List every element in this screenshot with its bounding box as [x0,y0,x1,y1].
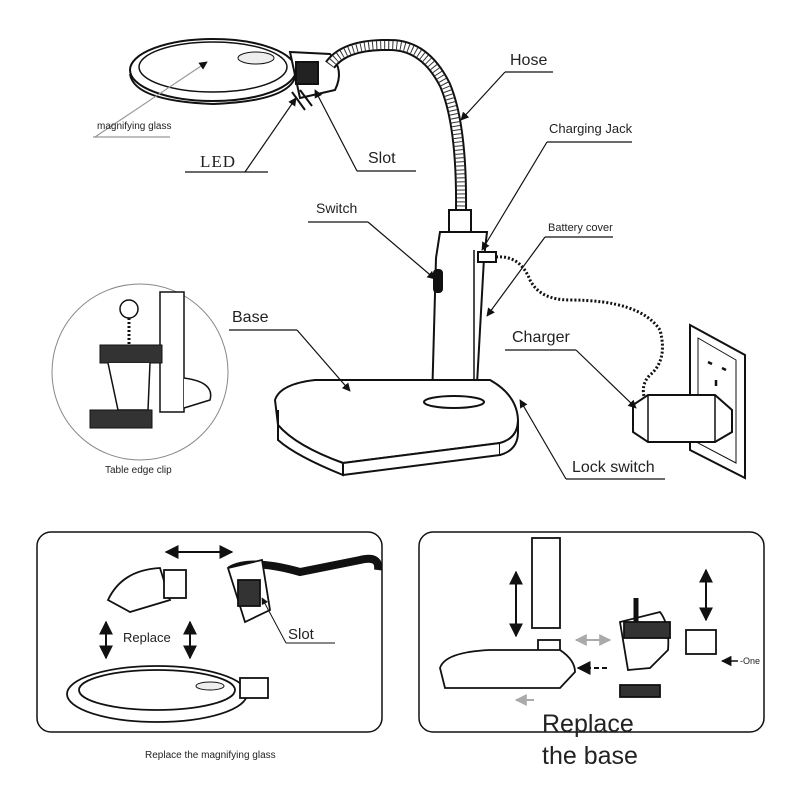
label-charging-jack: Charging Jack [549,121,633,136]
label-base: Base [232,309,269,326]
magnifier-head [129,38,340,111]
label-switch: Switch [316,200,358,216]
label-magnifying-glass: magnifying glass [97,121,172,132]
panel-right-drawing [439,537,717,698]
label-slot: Slot [368,150,396,167]
label-led: LED [200,152,237,171]
label-lock-switch: Lock switch [572,459,655,476]
panel-left-arrows [99,545,335,660]
label-battery-cover: Battery cover [548,222,613,234]
label-table-edge-clip: Table edge clip [105,465,172,476]
gooseneck-hose [325,38,468,211]
label-slot-panel: Slot [288,626,314,643]
charger-cable [495,255,664,401]
panel-right-frame [418,531,765,733]
wall-socket [632,323,746,480]
leader-lines [93,61,665,480]
panel-right-arrows [509,568,738,706]
title-replace-the-base: Replace the base [542,710,638,770]
table-clip-inset [51,283,229,461]
lamp-base [273,379,520,477]
caption-replace-magnifying-glass: Replace the magnifying glass [145,750,276,761]
panel-left-drawing [66,554,383,723]
label-hose: Hose [510,52,548,69]
label-one: -One [740,656,761,666]
panel-left-frame [36,531,383,733]
lamp-body [430,209,497,403]
label-charger: Charger [512,329,570,346]
label-replace: Replace [123,630,171,645]
